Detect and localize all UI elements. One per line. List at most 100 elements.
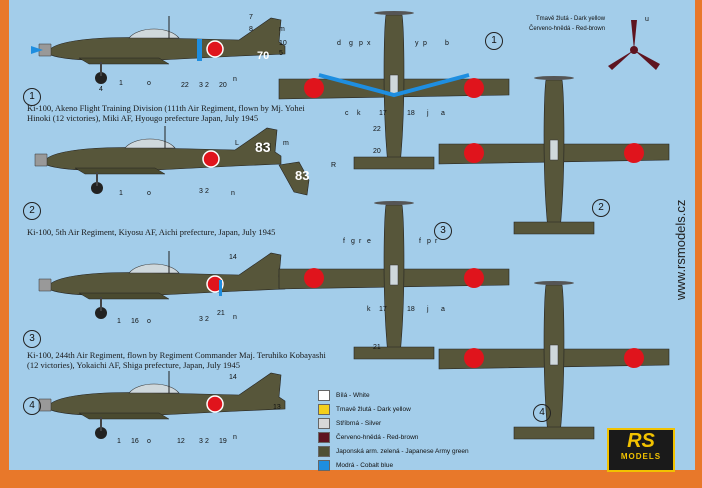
callout: o bbox=[147, 80, 151, 87]
decal-sheet: 1 1 2 2 3 3 4 4 Ki-100, Akeno Flight Tra… bbox=[9, 0, 695, 472]
callout: 8 bbox=[249, 26, 253, 33]
callout: 14 bbox=[229, 254, 237, 261]
legend-item-silver: Stříbrná - Silver bbox=[318, 416, 469, 430]
top-view-3 bbox=[278, 200, 510, 360]
callout: 14 bbox=[229, 374, 237, 381]
callout: 7 bbox=[249, 14, 253, 21]
propeller bbox=[608, 20, 660, 70]
website-url: www.rsmodels.cz bbox=[673, 199, 688, 300]
callout: p bbox=[359, 40, 363, 47]
scheme-number-4-bottom: 4 bbox=[533, 404, 551, 422]
callout: 21 bbox=[373, 344, 381, 351]
callout: y bbox=[415, 40, 419, 47]
tail-code-83: 83 bbox=[255, 139, 271, 155]
callout: 2 bbox=[205, 188, 209, 195]
scheme-number-2-bottom: 2 bbox=[592, 199, 610, 217]
color-legend: Bílá - White Tmavě žlutá - Dark yellow S… bbox=[318, 388, 469, 472]
callout: R bbox=[331, 162, 337, 169]
tail-code-83-detail: 83 bbox=[295, 168, 310, 183]
callout: 17 bbox=[379, 110, 387, 117]
callout: 18 bbox=[407, 306, 415, 313]
scheme-number-3: 3 bbox=[23, 330, 41, 348]
callout: n bbox=[233, 314, 237, 321]
callout: 3 bbox=[199, 438, 203, 445]
scheme-number-1: 1 bbox=[23, 88, 41, 106]
callout: b bbox=[445, 40, 449, 47]
callout: 18 bbox=[407, 110, 415, 117]
callout: r bbox=[435, 238, 438, 245]
callout: o bbox=[147, 438, 151, 445]
callout: n bbox=[233, 434, 237, 441]
callout: u bbox=[645, 16, 649, 23]
callout: k bbox=[367, 306, 371, 313]
callout: 22 bbox=[181, 82, 189, 89]
side-profile-3 bbox=[38, 250, 286, 320]
callout: 20 bbox=[219, 82, 227, 89]
callout: k bbox=[357, 110, 361, 117]
callout: 10 bbox=[279, 40, 287, 47]
callout: n bbox=[231, 190, 235, 197]
callout: 1 bbox=[119, 190, 123, 197]
legend-item-army-green: Japonská arm. zelená - Japanese Army gre… bbox=[318, 444, 469, 458]
legend-item-white: Bílá - White bbox=[318, 388, 469, 402]
aircraft-drawings bbox=[31, 10, 670, 440]
callout: n bbox=[233, 76, 237, 83]
legend-item-red-brown: Červeno-hnědá - Red-brown bbox=[318, 430, 469, 444]
callout: 4 bbox=[99, 86, 103, 93]
legend-item-dark-yellow: Tmavě žlutá - Dark yellow bbox=[318, 402, 469, 416]
callout: 1 bbox=[117, 438, 121, 445]
callout: g bbox=[349, 40, 353, 47]
callout: x bbox=[367, 40, 371, 47]
callout: 16 bbox=[131, 438, 139, 445]
callout: f bbox=[419, 238, 421, 245]
caption-2: Ki-100, 5th Air Regiment, Kiyosu AF, Aic… bbox=[27, 227, 276, 237]
callout: 3 bbox=[199, 82, 203, 89]
callout: j bbox=[427, 110, 429, 117]
callout: 19 bbox=[219, 438, 227, 445]
bottom-view-2 bbox=[438, 75, 670, 235]
rs-models-logo: RS MODELS bbox=[607, 428, 675, 472]
callout: r bbox=[359, 238, 362, 245]
propeller-legend: Tmavě žlutá - Dark yellow Červeno-hnědá … bbox=[529, 14, 605, 34]
side-profile-2 bbox=[34, 125, 282, 195]
callout: 2 bbox=[205, 82, 209, 89]
callout: 17 bbox=[379, 306, 387, 313]
caption-3: Ki-100, 244th Air Regiment, flown by Reg… bbox=[27, 350, 326, 370]
scheme-number-1-top: 1 bbox=[485, 32, 503, 50]
callout: 5 bbox=[279, 50, 283, 57]
caption-1: Ki-100, Akeno Flight Training Division (… bbox=[27, 103, 305, 123]
callout: a bbox=[441, 306, 445, 313]
callout: f bbox=[343, 238, 345, 245]
prop-legend-redbrown: Červeno-hnědá - Red-brown bbox=[529, 26, 606, 32]
callout: 1 bbox=[117, 318, 121, 325]
callout: 1 bbox=[119, 80, 123, 87]
callout: 20 bbox=[373, 148, 381, 155]
callout: p bbox=[423, 40, 427, 47]
callout: L bbox=[235, 140, 239, 147]
tail-detail bbox=[278, 161, 310, 196]
callout: 3 bbox=[199, 188, 203, 195]
callout: 12 bbox=[177, 438, 185, 445]
callout: 21 bbox=[217, 310, 225, 317]
scheme-number-4: 4 bbox=[23, 397, 41, 415]
callout: c bbox=[345, 110, 349, 117]
callout: o bbox=[147, 318, 151, 325]
callout: 16 bbox=[131, 318, 139, 325]
callout: 2 bbox=[205, 316, 209, 323]
callout: m bbox=[283, 140, 289, 147]
callout: 13 bbox=[273, 404, 281, 411]
callout: p bbox=[427, 238, 431, 245]
callout: a bbox=[441, 110, 445, 117]
prop-legend-yellow: Tmavě žlutá - Dark yellow bbox=[536, 16, 606, 22]
callout: o bbox=[147, 190, 151, 197]
callout: 2 bbox=[205, 438, 209, 445]
callout: 22 bbox=[373, 126, 381, 133]
side-profile-4 bbox=[38, 370, 286, 440]
bottom-view-4 bbox=[438, 280, 670, 440]
callout: j bbox=[427, 306, 429, 313]
scheme-number-3-top: 3 bbox=[434, 222, 452, 240]
callout: e bbox=[367, 238, 371, 245]
callout: g bbox=[351, 238, 355, 245]
tail-code-70: 70 bbox=[257, 50, 270, 62]
callout: d bbox=[337, 40, 341, 47]
